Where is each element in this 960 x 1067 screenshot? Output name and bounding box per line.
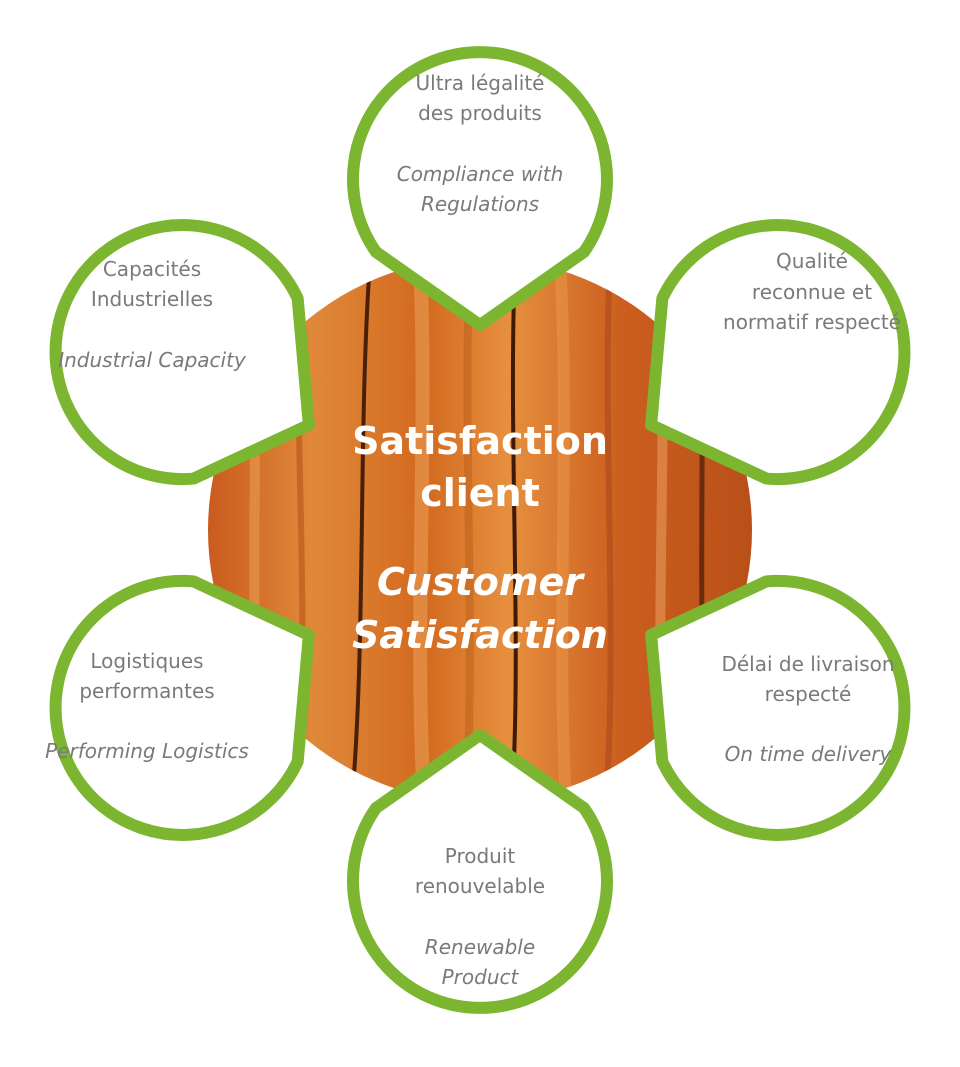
- petal-upper-left-text: Capacités Industrielles Industrial Capac…: [58, 257, 247, 372]
- petal-upper-right-text: Qualité reconnue et normatif respecté: [723, 249, 901, 334]
- petal-top-fr-line2: des produits: [418, 101, 542, 125]
- petal-bottom-text: Produit renouvelable Renewable Product: [415, 844, 545, 989]
- petal-upper-left-fr-line2: Industrielles: [91, 287, 213, 311]
- petal-upper-right: [645, 219, 911, 486]
- petal-upper-left: [49, 219, 315, 486]
- center-title-en-line1: Customer: [377, 560, 585, 604]
- petal-upper-left-fr-line1: Capacités: [103, 257, 201, 281]
- petal-lower-right-text: Délai de livraison respecté On time deli…: [721, 652, 894, 766]
- petal-upper-right-fr-line2: reconnue et: [752, 280, 872, 304]
- petal-upper-right-fr-line3: normatif respecté: [723, 310, 901, 334]
- petal-bottom-en-line2: Product: [442, 965, 520, 989]
- petal-lower-left-fr-line1: Logistiques: [90, 649, 203, 673]
- center-title-fr-line2: client: [420, 471, 540, 515]
- center-label: Satisfaction client Customer Satisfactio…: [352, 419, 608, 657]
- petal-bottom-fr-line1: Produit: [445, 844, 516, 868]
- petal-lower-left-fr-line2: performantes: [79, 679, 214, 703]
- petal-top-en-line1: Compliance with: [397, 162, 564, 186]
- petal-bottom-en-line1: Renewable: [425, 935, 535, 959]
- petal-upper-left-en-line1: Industrial Capacity: [58, 348, 247, 372]
- petal-lower-right-en-line1: On time delivery: [725, 742, 893, 766]
- petal-lower-left-en-line1: Performing Logistics: [45, 739, 249, 763]
- petal-lower-left-text: Logistiques performantes Performing Logi…: [45, 649, 249, 763]
- petal-top-fr-line1: Ultra légalité: [416, 71, 545, 95]
- center-title-fr-line1: Satisfaction: [352, 419, 608, 463]
- petal-bottom-fr-line2: renouvelable: [415, 874, 545, 898]
- center-title-en-line2: Satisfaction: [352, 613, 608, 657]
- petal-lower-right-fr-line2: respecté: [765, 682, 852, 706]
- petal-upper-right-fr-line1: Qualité: [776, 249, 848, 273]
- petal-top-en-line2: Regulations: [421, 192, 539, 216]
- petal-top: [347, 46, 613, 331]
- petal-bottom: [347, 729, 613, 1014]
- petal-lower-left: [49, 574, 315, 841]
- petal-lower-right-fr-line1: Délai de livraison: [721, 652, 894, 676]
- petal-lower-right: [645, 574, 911, 841]
- petal-top-text: Ultra légalité des produits Compliance w…: [397, 71, 564, 216]
